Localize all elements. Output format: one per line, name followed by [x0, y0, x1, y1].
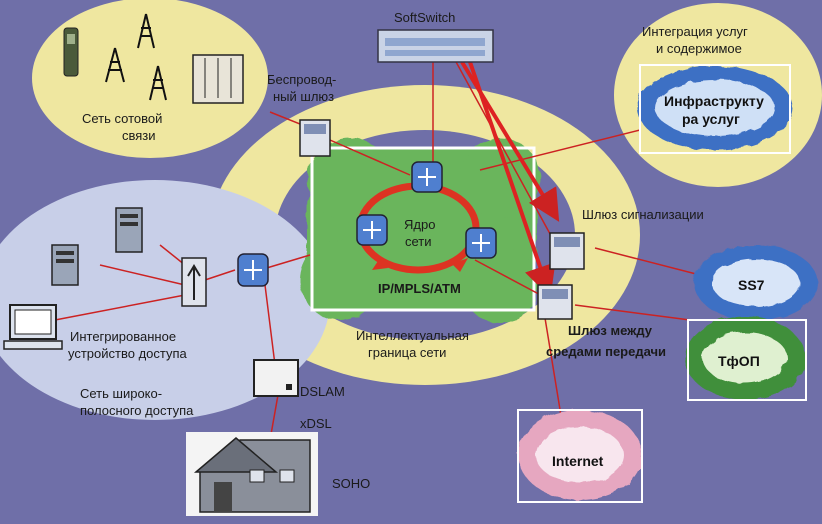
dslam-label: DSLAM	[300, 384, 345, 399]
tfop-cloud	[685, 316, 805, 400]
router-icon	[237, 253, 269, 287]
intelligent-edge-label-2: граница сети	[368, 345, 446, 360]
broadband-label-2: полосного доступа	[80, 403, 194, 418]
infrastructure-cloud	[637, 66, 793, 150]
infrastructure-label-1: Инфраструкту	[664, 93, 764, 109]
core-frame	[310, 146, 536, 312]
ss7-cloud	[694, 245, 818, 321]
mobile-phone-icon	[63, 27, 79, 77]
infrastructure-label-2: ра услуг	[682, 111, 740, 127]
dslam-icon	[253, 359, 299, 397]
signaling-arrows	[460, 60, 560, 298]
server-icon	[115, 207, 143, 253]
internet-label: Internet	[552, 453, 604, 469]
cellular-region	[32, 0, 268, 158]
internet-frame	[517, 409, 643, 503]
tfop-frame	[687, 319, 807, 401]
router-icon	[465, 227, 497, 259]
tfop-label: ТфОП	[718, 353, 760, 369]
infrastructure-frame	[639, 64, 791, 154]
mdf-rack-icon	[192, 54, 244, 104]
cellular-label-1: Сеть сотовой	[82, 111, 162, 126]
router-icon	[356, 214, 388, 246]
core-cloud	[300, 138, 540, 323]
broadband-label-1: Сеть широко-	[80, 386, 162, 401]
signaling-gw-label: Шлюз сигнализации	[582, 207, 704, 222]
computer-icon	[3, 304, 63, 350]
house-icon	[186, 432, 318, 516]
gateway-icon	[299, 119, 331, 157]
core-protocol-label: IP/MPLS/ATM	[378, 281, 461, 296]
server-icon	[51, 244, 79, 286]
integration-label-1: Интеграция услуг	[642, 24, 748, 39]
gateway-icon	[537, 284, 573, 320]
gateway-icon	[549, 232, 585, 270]
core-label-2: сети	[405, 234, 432, 249]
router-icon	[411, 161, 443, 193]
cellular-label-2: связи	[122, 128, 156, 143]
internet-cloud	[518, 410, 642, 500]
media-gw-label-2: средами передачи	[546, 344, 666, 359]
intelligent-edge-label-1: Интеллектуальная	[356, 328, 469, 343]
ss7-label: SS7	[738, 277, 765, 293]
iad-icon	[181, 257, 207, 307]
softswitch-label: SoftSwitch	[394, 10, 455, 25]
softswitch-icon	[377, 29, 494, 63]
iad-label-1: Интегрированное	[70, 329, 176, 344]
wireless-gw-label-2: ный шлюз	[273, 89, 334, 104]
xdsl-label: xDSL	[300, 416, 332, 431]
media-gw-label-1: Шлюз между	[568, 323, 653, 338]
iad-label-2: устройство доступа	[68, 346, 188, 361]
radio-tower-icon	[105, 13, 167, 101]
integration-label-2: и содержимое	[656, 41, 742, 56]
wireless-gw-label-1: Беспровод-	[267, 72, 336, 87]
core-label-1: Ядро	[404, 217, 435, 232]
soho-label: SOHO	[332, 476, 370, 491]
broadband-region	[0, 180, 330, 420]
